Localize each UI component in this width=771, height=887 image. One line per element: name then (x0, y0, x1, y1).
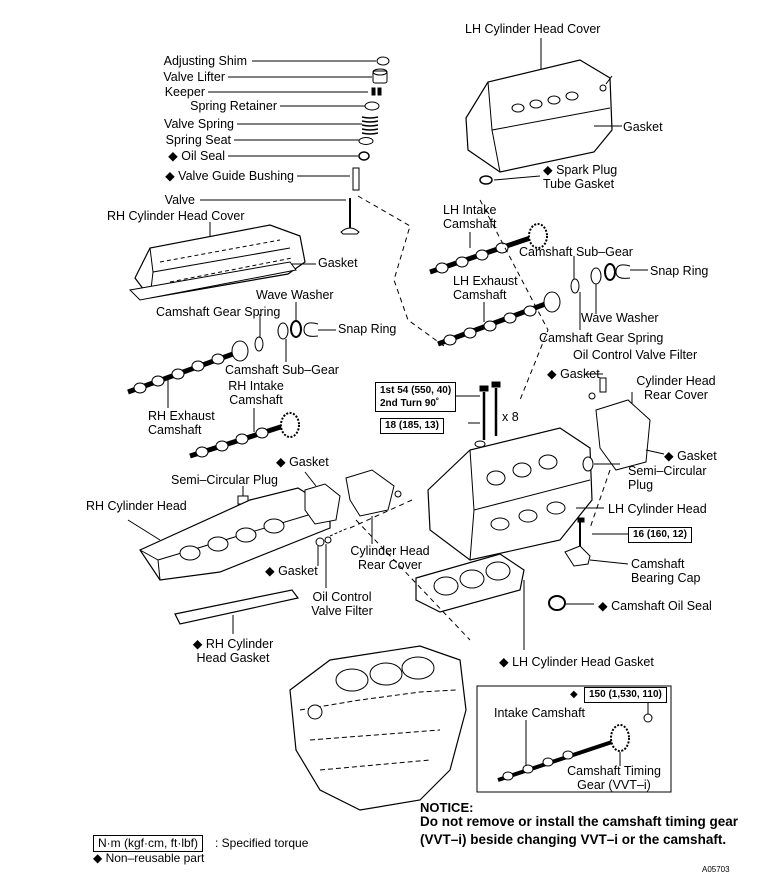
label-semi-circular-plug-rh: Semi–Circular Plug (171, 473, 278, 487)
torque-16: 16 (160, 12) (628, 527, 692, 543)
label-gasket-lh-ocv: ◆ Gasket (547, 367, 600, 381)
label-lh-intake-camshaft: LH Intake Camshaft (443, 203, 497, 231)
label-rh-cyl-head-gasket: ◆ RH Cylinder Head Gasket (192, 637, 274, 665)
label-rh-cylinder-head: RH Cylinder Head (86, 499, 187, 513)
legend-non-reusable: ◆ Non–reusable part (93, 851, 205, 865)
label-snap-ring-rh: Snap Ring (338, 322, 397, 336)
figure-code: A05703 (702, 865, 730, 874)
label-lh-cyl-head-gasket: ◆ LH Cylinder Head Gasket (499, 655, 654, 669)
assembly-dashed-lines (349, 195, 611, 641)
label-valve-spring: Valve Spring (164, 117, 234, 131)
label-semi-circular-plug-lh: Semi–Circular Plug (628, 464, 707, 492)
rh-cylinder-head-cover (128, 222, 316, 301)
legend-unit-desc: : Specified torque (215, 836, 309, 850)
lh-cylinder-head (415, 373, 665, 650)
label-lh-cover-gasket: Gasket (623, 120, 663, 134)
label-cam-sub-gear-lh: Camshaft Sub–Gear (519, 245, 633, 259)
notice-title: NOTICE: (420, 800, 474, 815)
label-camshaft-bearing-cap: Camshaft Bearing Cap (631, 557, 701, 585)
rh-cylinder-head (127, 469, 402, 634)
label-ocv-filter-rh: Oil Control Valve Filter (311, 590, 373, 618)
label-ocv-filter-lh: Oil Control Valve Filter (573, 348, 698, 362)
label-camshaft-timing-gear: Camshaft Timing Gear (VVT–i) (567, 764, 661, 792)
label-intake-camshaft: Intake Camshaft (494, 706, 586, 720)
label-valve-lifter: Valve Lifter (163, 70, 225, 84)
label-valve: Valve (164, 193, 195, 207)
label-rh-cylinder-head-cover: RH Cylinder Head Cover (107, 209, 245, 223)
rh-camshafts (127, 340, 300, 459)
label-cam-gear-spring-rh: Camshaft Gear Spring (156, 305, 281, 319)
label-cyl-head-rear-cover-lh: Cylinder Head Rear Cover (636, 374, 716, 402)
label-wave-washer-lh: Wave Washer (581, 311, 659, 325)
label-rh-intake-camshaft: RH Intake Camshaft (228, 379, 284, 407)
label-snap-ring-lh: Snap Ring (650, 264, 709, 278)
label-cam-sub-gear-rh: Camshaft Sub–Gear (225, 363, 339, 377)
label-lh-cylinder-head: LH Cylinder Head (608, 502, 707, 516)
label-gasket-lh-plug: ◆ Gasket (664, 449, 717, 463)
label-lh-cylinder-head-cover: LH Cylinder Head Cover (465, 22, 601, 36)
label-gasket-rh-ocv: ◆ Gasket (265, 564, 318, 578)
torque-head-bolt: 1st 54 (550, 40) 2nd Turn 90˚ (375, 382, 457, 412)
label-gasket-rh-plug: ◆ Gasket (276, 455, 329, 469)
label-adjusting-shim: Adjusting Shim (163, 54, 247, 68)
label-spring-retainer: Spring Retainer (190, 99, 277, 113)
label-rh-cover-gasket: Gasket (318, 256, 358, 270)
label-keeper: Keeper (164, 85, 205, 99)
lh-cylinder-head-cover (465, 38, 622, 185)
vvti-inset (476, 685, 672, 793)
valve-train-parts (200, 56, 390, 235)
label-camshaft-oil-seal: ◆ Camshaft Oil Seal (598, 599, 712, 613)
torque-18: 18 (185, 13) (380, 418, 444, 434)
label-rh-exhaust-camshaft: RH Exhaust Camshaft (148, 409, 215, 437)
legend-unit-box: N·m (kgf·cm, ft·lbf) (93, 835, 203, 852)
label-spark-plug-tube-gasket: ◆ Spark Plug Tube Gasket (543, 163, 618, 191)
torque-150: 150 (1,530, 110) (584, 687, 667, 703)
label-oil-seal: ◆ Oil Seal (168, 149, 225, 163)
rh-cam-gear-parts (254, 302, 336, 362)
label-cam-gear-spring-lh: Camshaft Gear Spring (539, 331, 664, 345)
label-bolt-count: x 8 (502, 410, 519, 424)
notice-body: Do not remove or install the camshaft ti… (420, 814, 739, 847)
label-wave-washer-rh: Wave Washer (256, 288, 334, 302)
label-lh-exhaust-camshaft: LH Exhaust Camshaft (453, 274, 518, 302)
label-cyl-head-rear-cover-rh: Cylinder Head Rear Cover (350, 544, 430, 572)
label-valve-guide-bushing: ◆ Valve Guide Bushing (165, 169, 294, 183)
torque-150-diamond: ◆ (570, 689, 578, 700)
label-spring-seat: Spring Seat (165, 133, 231, 147)
engine-block (289, 645, 467, 811)
